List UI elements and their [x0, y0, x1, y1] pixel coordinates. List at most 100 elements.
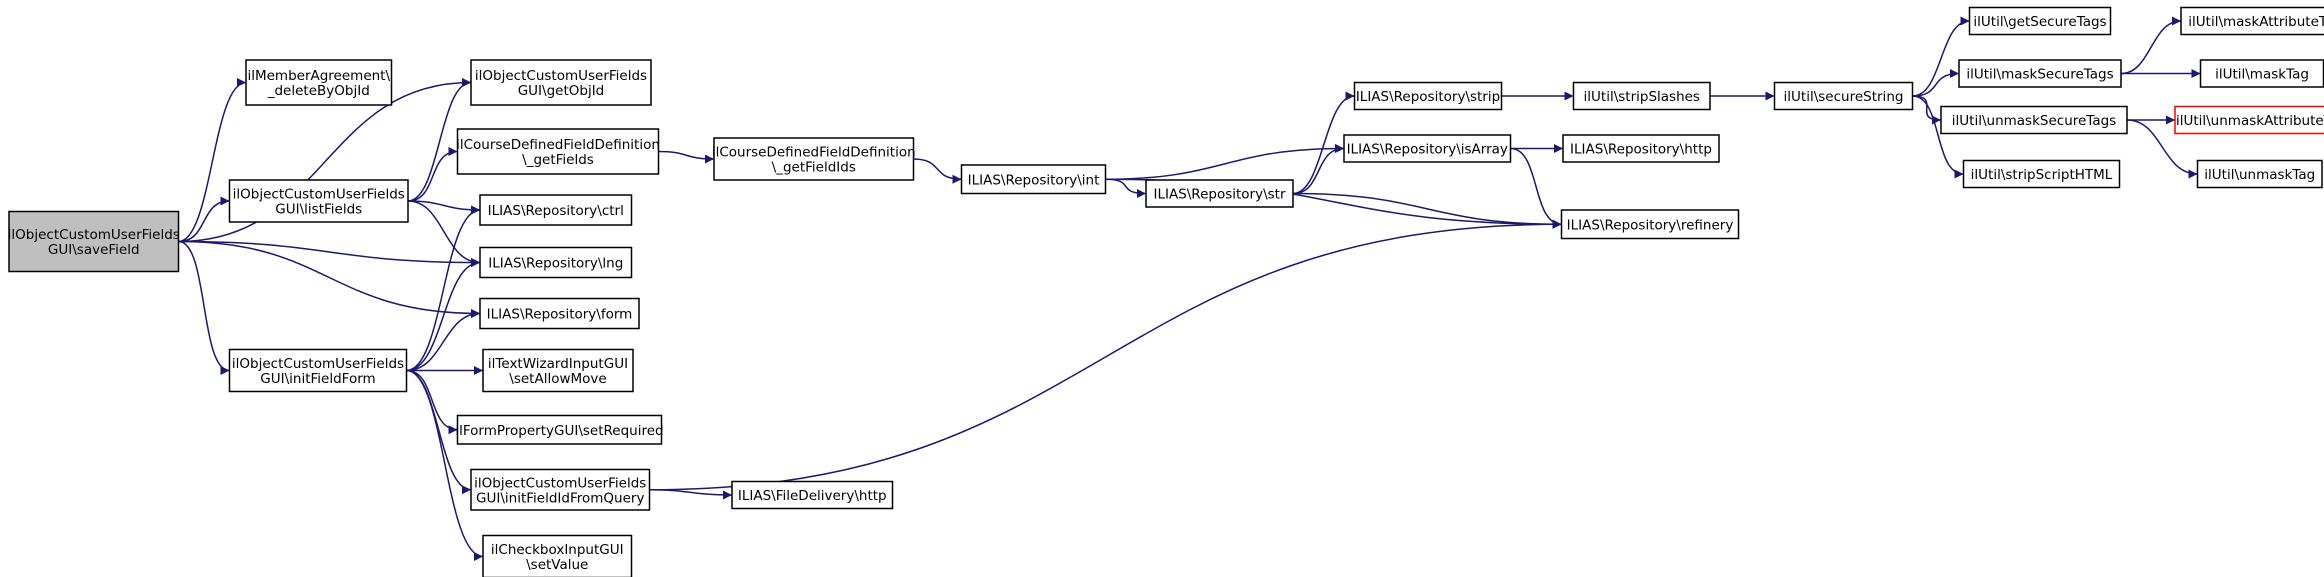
- node-setAllowMove[interactable]: ilTextWizardInputGUI\setAllowMove: [482, 348, 634, 393]
- node-label: ILIAS\Repository\lng: [488, 256, 623, 272]
- node-box: [245, 59, 393, 106]
- node-label: ILIAS\Repository\http: [1570, 142, 1712, 158]
- edge-secureString-to-getSecureTags: [1912, 16, 1970, 97]
- node-fdHttp[interactable]: ILIAS\FileDelivery\http: [731, 480, 894, 510]
- node-ctrl[interactable]: ILIAS\Repository\ctrl: [479, 194, 633, 226]
- node-repoStrip[interactable]: ILIAS\Repository\strip: [1353, 81, 1503, 111]
- edge-initFieldForm-to-form: [406, 309, 481, 372]
- node-repoRefinery[interactable]: ILIAS\Repository\refinery: [1560, 209, 1740, 240]
- node-label: GUI\initFieldIdFromQuery: [476, 490, 644, 506]
- node-label: ilUtil\getSecureTags: [1973, 14, 2106, 30]
- edge-maskSecureTags-to-maskAttributeTag: [2120, 16, 2182, 75]
- node-box: [479, 194, 633, 226]
- edge-secureString-to-maskSecureTags: [1912, 69, 1960, 97]
- edge-listFields-to-cdfGetFields: [407, 147, 458, 202]
- node-initFieldIdFromQuery[interactable]: ilObjectCustomUserFieldsGUI\initFieldIdF…: [470, 468, 651, 511]
- node-lng[interactable]: ILIAS\Repository\lng: [479, 246, 633, 279]
- node-label: ILIAS\Repository\isArray: [1347, 142, 1508, 158]
- node-box: [1968, 6, 2112, 36]
- edge-initFieldForm-to-lng: [406, 258, 481, 372]
- node-getSecureTags[interactable]: ilUtil\getSecureTags: [1968, 6, 2112, 36]
- edge-repoStr-to-repoIsArray: [1292, 144, 1345, 195]
- node-label: ilUtil\maskTag: [2215, 67, 2309, 83]
- node-box: [482, 534, 633, 577]
- node-box: [470, 468, 651, 511]
- node-box: [479, 297, 640, 330]
- edges-layer: [178, 16, 2201, 561]
- node-box: [1773, 81, 1914, 111]
- node-label: ilObjectCustomUserFields: [475, 68, 647, 84]
- node-unmaskAttributeTag[interactable]: ilUtil\unmaskAttributeTag: [2174, 105, 2324, 135]
- node-box: [1353, 81, 1503, 111]
- node-repoInt[interactable]: ILIAS\Repository\int: [960, 164, 1107, 195]
- node-box: [1940, 105, 2128, 135]
- node-label: ilCheckboxInputGUI: [491, 542, 624, 558]
- node-label: ILIAS\Repository\int: [968, 172, 1100, 188]
- node-unmaskSecureTags[interactable]: ilUtil\unmaskSecureTags: [1940, 105, 2128, 135]
- node-label: ilUtil\stripSlashes: [1584, 89, 1700, 105]
- edge-initFieldIdFromQuery-to-fdHttp: [649, 489, 733, 500]
- node-label: ilUtil\unmaskSecureTags: [1952, 113, 2116, 129]
- node-deleteByObjId[interactable]: ilMemberAgreement\_deleteByObjId: [245, 59, 393, 106]
- node-box: [731, 480, 894, 510]
- node-box: [1572, 81, 1711, 111]
- node-box: [8, 210, 180, 273]
- edge-repoInt-to-repoIsArray: [1105, 144, 1345, 180]
- node-box: [1343, 134, 1512, 163]
- node-label: ilUtil\secureString: [1784, 89, 1904, 105]
- node-box: [1560, 209, 1740, 240]
- node-label: ilMemberAgreement\: [247, 68, 390, 84]
- edge-secureString-to-stripScriptHTML: [1912, 95, 1964, 179]
- edge-repoStr-to-repoRefinery: [1292, 192, 1562, 229]
- node-label: \setAllowMove: [509, 371, 606, 387]
- node-box: [1958, 59, 2122, 88]
- node-unmaskTag[interactable]: ilUtil\unmaskTag: [2196, 159, 2323, 189]
- node-label: ILIAS\Repository\strip: [1356, 89, 1500, 105]
- node-label: _deleteByObjId: [267, 83, 370, 99]
- node-secureString[interactable]: ilUtil\secureString: [1773, 81, 1914, 111]
- node-label: ilTextWizardInputGUI: [488, 356, 628, 372]
- node-label: ilUtil\unmaskAttributeTag: [2176, 113, 2324, 129]
- edge-initFieldIdFromQuery-to-repoRefinery: [649, 219, 1562, 491]
- edge-saveField-to-deleteByObjId: [178, 78, 247, 243]
- node-box: [960, 164, 1107, 195]
- edge-saveField-to-listFields: [178, 196, 230, 243]
- node-maskAttributeTag[interactable]: ilUtil\maskAttributeTag: [2180, 6, 2324, 36]
- node-label: ilObjectCustomUserFields: [233, 187, 405, 203]
- node-stripSlashes[interactable]: ilUtil\stripSlashes: [1572, 81, 1711, 111]
- node-stripScriptHTML[interactable]: ilUtil\stripScriptHTML: [1962, 159, 2121, 189]
- edge-secureString-to-unmaskSecureTags: [1912, 95, 1942, 125]
- node-box: [1962, 159, 2121, 189]
- node-label: \setValue: [526, 557, 588, 573]
- node-maskSecureTags[interactable]: ilUtil\maskSecureTags: [1958, 59, 2122, 88]
- node-label: \_getFields: [522, 152, 594, 168]
- node-box: [1145, 179, 1294, 208]
- node-label: ilUtil\maskSecureTags: [1966, 67, 2113, 83]
- node-label: GUI\getObjId: [518, 83, 605, 99]
- edge-repoStr-to-repoStrip: [1292, 91, 1355, 195]
- node-initFieldForm[interactable]: ilObjectCustomUserFieldsGUI\initFieldFor…: [228, 348, 408, 393]
- node-cdfGetFieldIds[interactable]: ilCourseDefinedFieldDefinition\_getField…: [712, 137, 916, 181]
- node-label: GUI\saveField: [48, 242, 140, 258]
- node-setValue[interactable]: ilCheckboxInputGUI\setValue: [482, 534, 633, 577]
- node-repoHttp[interactable]: ILIAS\Repository\http: [1562, 134, 1720, 163]
- node-label: \_getFieldIds: [772, 160, 856, 176]
- edge-repoInt-to-repoStr: [1105, 178, 1147, 198]
- node-form[interactable]: ILIAS\Repository\form: [479, 297, 640, 330]
- node-label: ilUtil\maskAttributeTag: [2188, 14, 2324, 30]
- node-repoIsArray[interactable]: ILIAS\Repository\isArray: [1343, 134, 1512, 163]
- node-label: ilUtil\stripScriptHTML: [1971, 167, 2113, 183]
- edge-saveField-to-form: [178, 240, 481, 318]
- node-setRequired[interactable]: ilFormPropertyGUI\setRequired: [455, 414, 664, 445]
- edge-initFieldForm-to-setValue: [406, 369, 484, 561]
- node-box: [2174, 105, 2324, 135]
- edge-listFields-to-getObjId: [407, 78, 472, 202]
- node-maskTag[interactable]: ilUtil\maskTag: [2199, 59, 2324, 88]
- node-label: ilCourseDefinedFieldDefinition: [456, 137, 660, 153]
- node-cdfGetFields[interactable]: ilCourseDefinedFieldDefinition\_getField…: [456, 128, 660, 175]
- node-repoStr[interactable]: ILIAS\Repository\str: [1145, 179, 1294, 208]
